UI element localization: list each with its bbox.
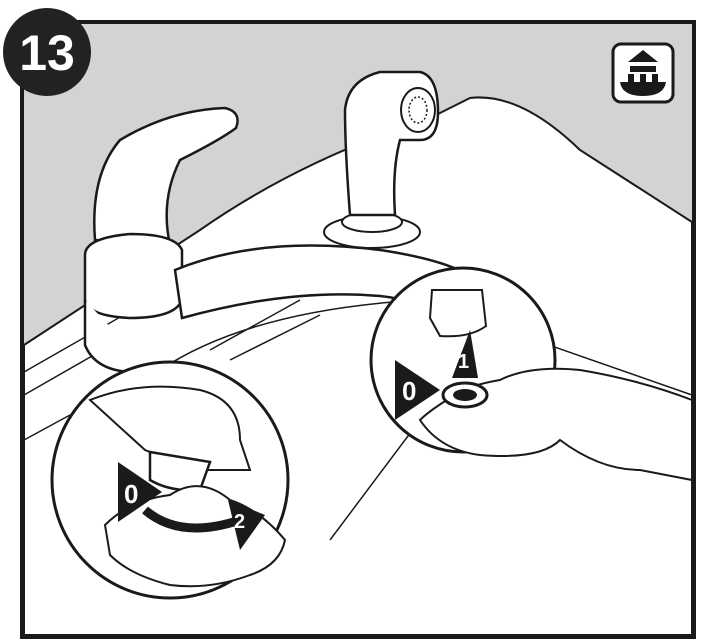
svg-text:0: 0 <box>124 479 138 509</box>
step-number-badge: 13 <box>3 8 91 96</box>
faucet-on-sink-icon <box>613 44 673 102</box>
svg-text:1: 1 <box>458 351 469 373</box>
step-number: 13 <box>19 25 75 81</box>
svg-text:0: 0 <box>402 376 416 406</box>
svg-text:2: 2 <box>234 511 245 533</box>
unscrew-detail-circle <box>52 362 288 598</box>
